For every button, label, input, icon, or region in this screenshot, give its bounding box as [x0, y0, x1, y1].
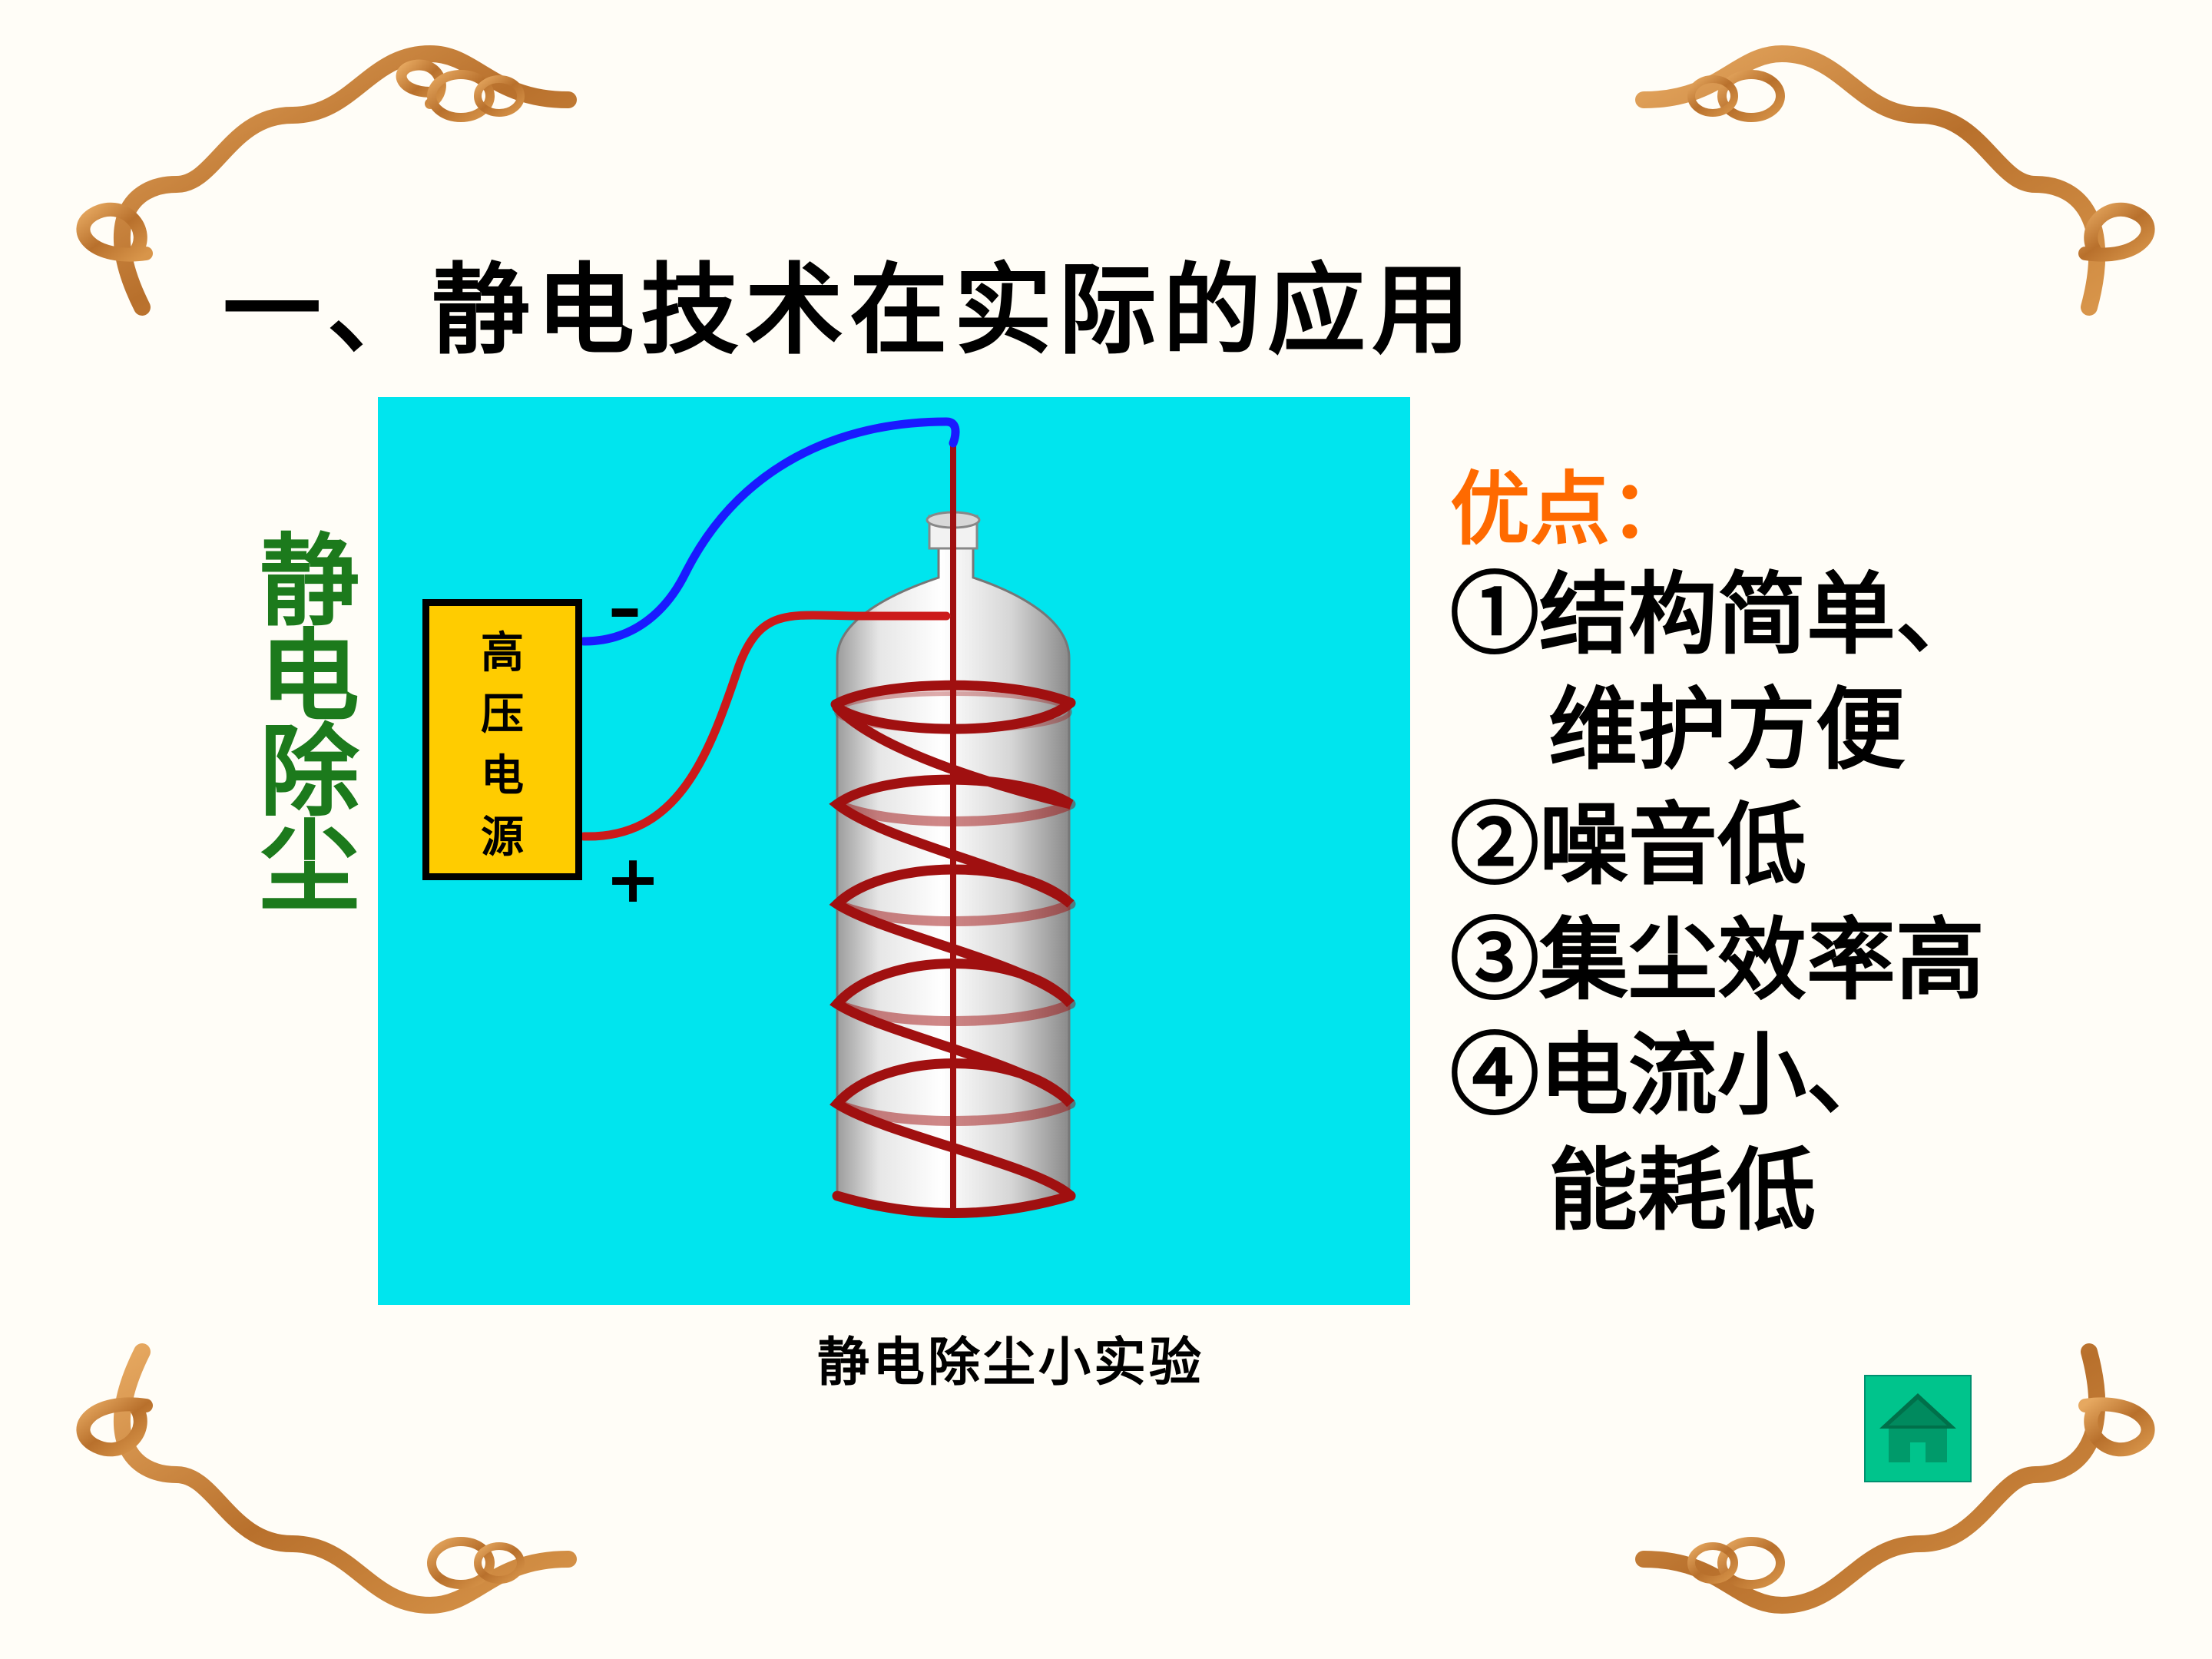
- home-icon: [1879, 1393, 1956, 1462]
- page-title: 一、静电技术在实际的应用: [223, 253, 1477, 368]
- advantages-list: ①结构简单、 维护方便 ②噪音低 ③集尘效率高 ④电流小、 能耗低: [1450, 557, 2172, 1248]
- side-label-char: 静: [260, 522, 360, 640]
- apparatus-illustration: [579, 417, 1076, 1218]
- advantages-heading: 优点：: [1450, 462, 1690, 556]
- advantage-item: ①结构简单、 维护方便: [1450, 557, 2172, 787]
- home-button[interactable]: [1864, 1375, 1972, 1482]
- advantage-line: ③集尘效率高: [1450, 908, 1985, 1012]
- side-label: 静 电 除 尘: [260, 522, 360, 926]
- negative-terminal-label: –: [608, 570, 641, 647]
- advantage-item: ④电流小、 能耗低: [1450, 1018, 2172, 1248]
- high-voltage-power-supply: 高 压 电 源: [422, 599, 582, 880]
- negative-wire: [579, 417, 960, 646]
- power-supply-label-char: 高: [481, 628, 524, 678]
- power-supply-label-char: 源: [481, 813, 524, 863]
- positive-wire: [579, 611, 951, 841]
- dust-removal-diagram: 高 压 电 源 – +: [378, 397, 1410, 1305]
- power-supply-label-char: 电: [481, 751, 524, 801]
- advantage-line: ①结构简单、: [1450, 562, 1985, 667]
- power-supply-label-char: 压: [481, 690, 524, 740]
- side-label-char: 电: [260, 618, 360, 735]
- advantage-line: ④电流小、: [1450, 1023, 1896, 1128]
- advantage-line-continued: 能耗低: [1548, 1138, 1816, 1243]
- advantage-item: ③集尘效率高: [1450, 902, 2172, 1018]
- side-label-char: 除: [260, 713, 360, 830]
- advantage-item: ②噪音低: [1450, 787, 2172, 902]
- side-label-char: 尘: [260, 808, 360, 926]
- advantage-line-continued: 维护方便: [1548, 677, 1905, 782]
- diagram-caption: 静电除尘小实验: [817, 1332, 1205, 1393]
- advantage-line: ②噪音低: [1450, 793, 1806, 897]
- positive-terminal-label: +: [605, 841, 661, 918]
